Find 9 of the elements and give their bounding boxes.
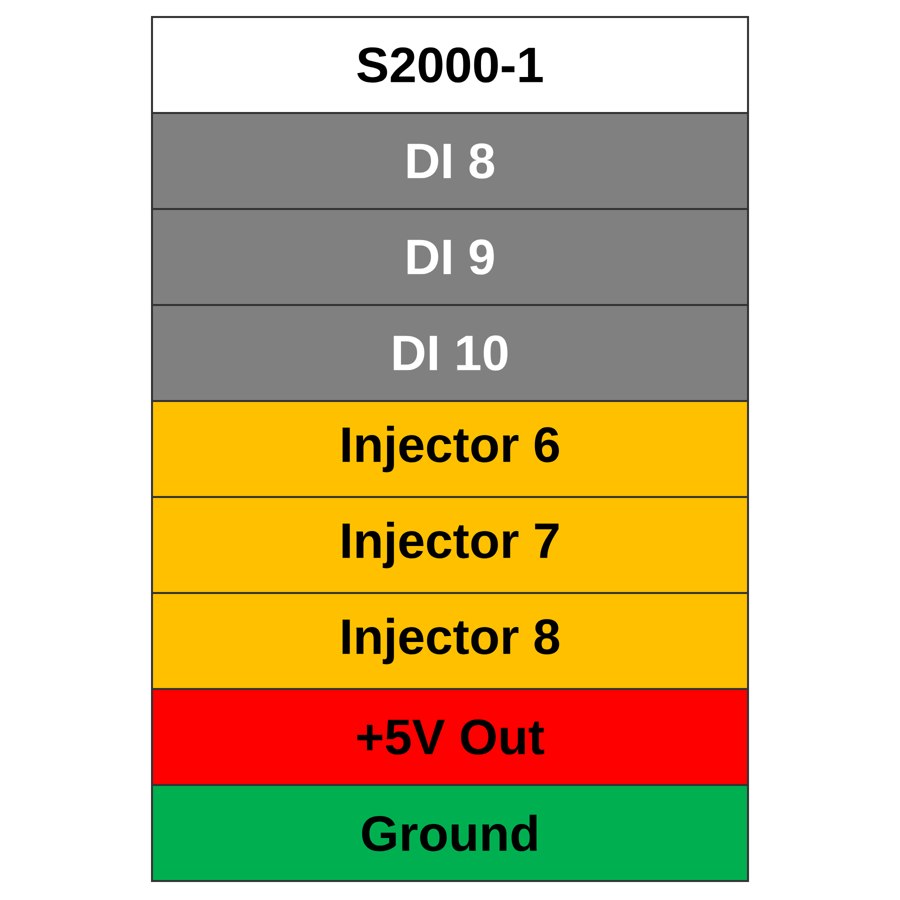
pin-cell: DI 9 [151,208,749,306]
pin-cell: Injector 7 [151,496,749,594]
header-cell: S2000-1 [151,16,749,114]
pin-cell: Injector 6 [151,400,749,498]
pin-cell: Injector 8 [151,592,749,690]
pin-cell: DI 8 [151,112,749,210]
pin-cell: Ground [151,784,749,882]
pin-cell: DI 10 [151,304,749,402]
pin-cell: +5V Out [151,688,749,786]
